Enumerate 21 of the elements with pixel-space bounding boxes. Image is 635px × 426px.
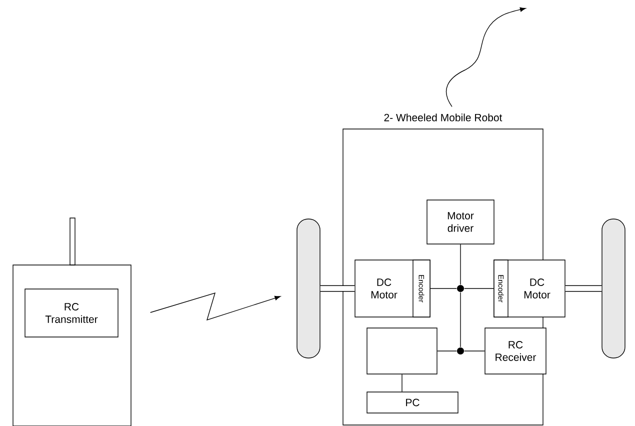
wheel <box>602 218 626 358</box>
pc-box: PC <box>366 392 458 414</box>
connector-line <box>430 288 457 289</box>
shaft <box>565 285 602 292</box>
shaft <box>320 285 355 292</box>
wheel <box>296 218 320 358</box>
arrow <box>150 292 281 321</box>
connector-line <box>464 350 485 352</box>
frame-title: 2- Wheeled Mobile Robot <box>384 114 502 122</box>
connector-line <box>437 350 457 352</box>
driver-box: Motor driver <box>426 200 494 244</box>
connector-line <box>460 292 461 348</box>
connector-line <box>464 288 494 289</box>
transmitter-case <box>12 264 132 426</box>
receiver-box: RC Receiver <box>484 328 546 374</box>
junction-dot <box>457 348 464 354</box>
junction-dot <box>457 285 464 292</box>
transmitter-box: RC Transmitter <box>24 288 118 338</box>
connector-line <box>460 244 461 285</box>
controller-box <box>366 328 438 374</box>
arrow <box>446 7 526 107</box>
